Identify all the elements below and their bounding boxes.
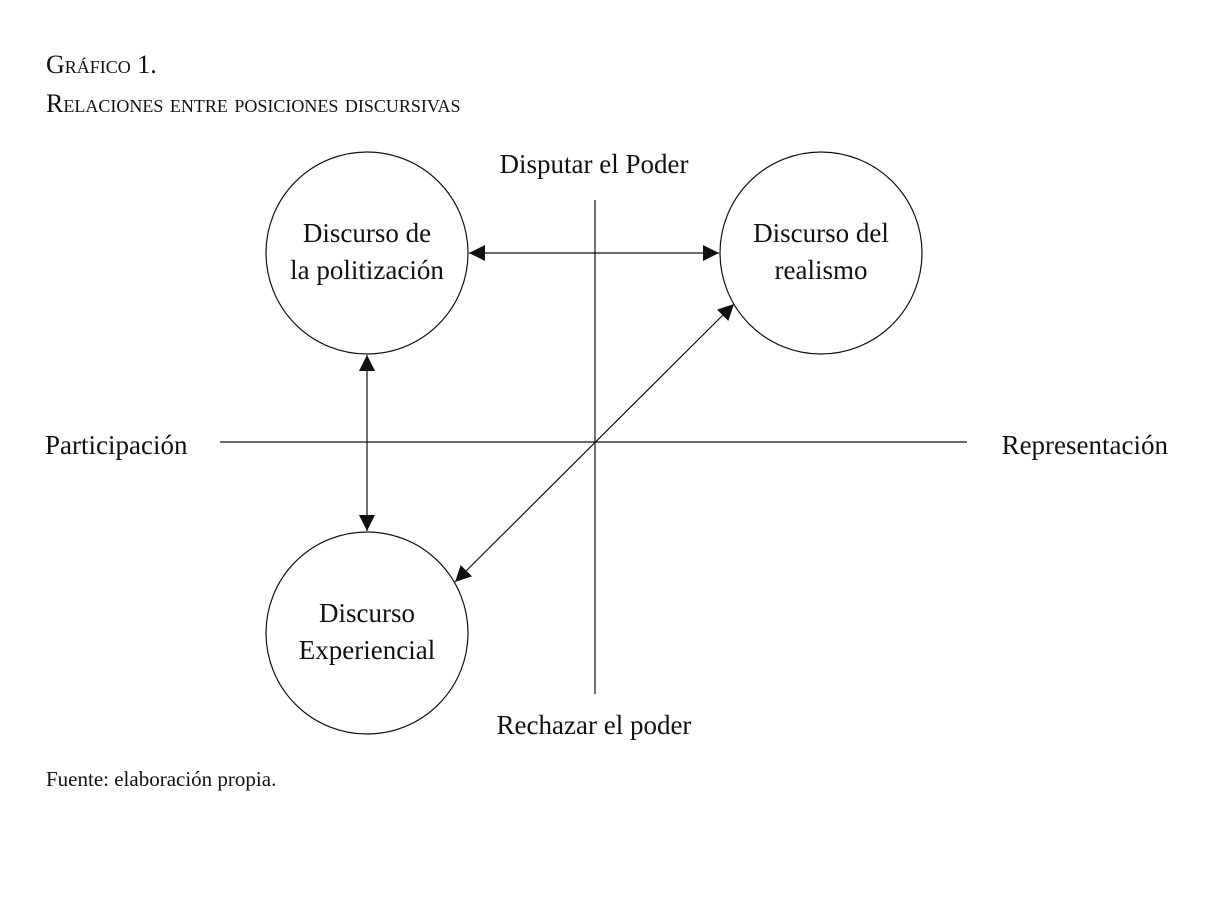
node-experiencial-label-line1: Discurso xyxy=(319,598,415,628)
axis-label-right: Representación xyxy=(1002,430,1169,460)
node-realismo xyxy=(719,151,923,355)
node-realismo-label-line2: realismo xyxy=(775,255,868,285)
relation-arrow-realismo-experiencial xyxy=(454,303,735,583)
node-politizacion xyxy=(265,151,469,355)
figure-title: Gráfico 1. xyxy=(46,50,157,79)
node-politizacion-label-line2: la politización xyxy=(290,255,444,285)
node-experiencial-label-line2: Experiencial xyxy=(299,635,435,665)
axis-label-top: Disputar el Poder xyxy=(500,149,689,179)
axis-label-bottom: Rechazar el poder xyxy=(497,710,692,740)
node-politizacion-label-line1: Discurso de xyxy=(303,218,431,248)
axis-label-left: Participación xyxy=(45,430,188,460)
node-realismo-label-line1: Discurso del xyxy=(753,218,889,248)
figure-source: Fuente: elaboración propia. xyxy=(46,767,277,791)
figure-subtitle: Relaciones entre posiciones discursivas xyxy=(46,89,461,118)
node-experiencial xyxy=(265,531,469,735)
